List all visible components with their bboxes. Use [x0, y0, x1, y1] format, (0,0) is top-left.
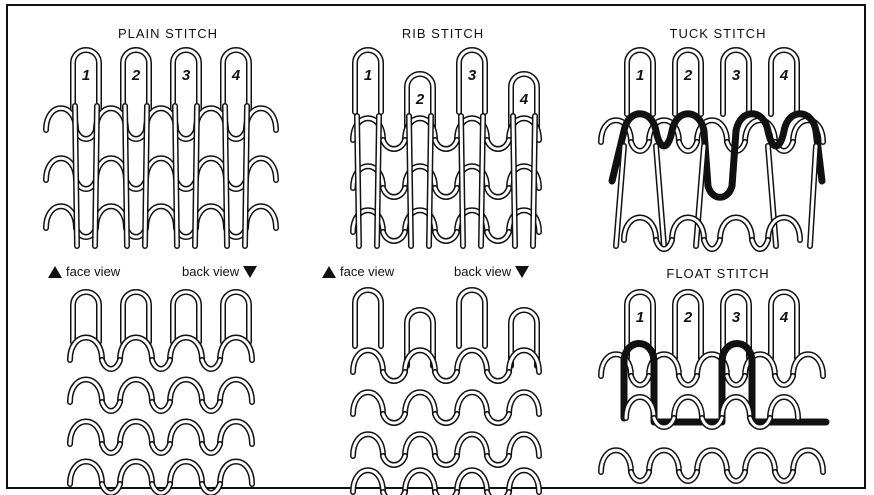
needle-number-label: 2	[683, 309, 693, 326]
stitch-course	[353, 434, 539, 456]
sinker-loop	[383, 232, 509, 241]
stitch-course	[70, 380, 252, 403]
needle-number-label: 4	[779, 309, 789, 326]
needle-number-label: 4	[231, 67, 241, 84]
needle-number-label: 2	[131, 67, 141, 84]
tuck-yarn-bold	[612, 114, 822, 198]
sinker-loop	[102, 484, 220, 493]
stitch-course	[353, 392, 539, 414]
sinker-loop	[383, 372, 509, 381]
needle-number-label: 3	[732, 309, 741, 326]
face-view-label-plain: face view	[48, 264, 120, 279]
plain-stitch-back-diagram	[58, 288, 283, 488]
sinker-loop	[383, 188, 509, 197]
title-plain-stitch: PLAIN STITCH	[58, 26, 278, 41]
back-view-label-plain: back view	[182, 264, 257, 279]
diagram-frame: PLAIN STITCH RIB STITCH TUCK STITCH FLOA…	[6, 4, 866, 489]
triangle-up-icon	[48, 266, 62, 278]
stitch-course	[70, 462, 252, 485]
triangle-up-icon	[322, 266, 336, 278]
back-view-label-rib: back view	[454, 264, 529, 279]
stitch-course	[46, 108, 276, 130]
face-view-label-rib: face view	[322, 264, 394, 279]
needle-number-label: 3	[468, 67, 477, 84]
sinker-loop	[102, 444, 220, 453]
stitch-course	[70, 422, 252, 445]
sinker-loop	[76, 228, 246, 237]
sinker-loop	[76, 180, 246, 189]
sinker-loop	[383, 456, 509, 465]
needle-loop	[459, 290, 485, 346]
needle-number-label: 4	[519, 91, 529, 108]
tuck-stitch-diagram: 1 2 3 4	[604, 46, 829, 251]
sinker-loop	[383, 140, 509, 149]
rib-stitch-face-diagram: 1 2 3 4	[328, 46, 553, 251]
stitch-course	[353, 210, 539, 232]
sinker-loop	[383, 414, 509, 423]
sinker-loop	[631, 472, 793, 481]
sinker-loop	[656, 240, 768, 249]
needle-number-label: 3	[182, 67, 191, 84]
title-rib-stitch: RIB STITCH	[333, 26, 553, 41]
stitch-course	[353, 470, 539, 492]
stitch-course	[46, 206, 276, 228]
stitch-course	[601, 354, 823, 376]
title-tuck-stitch: TUCK STITCH	[608, 26, 828, 41]
float-stitch-diagram: 1 2 3 4	[604, 288, 829, 488]
stitch-course	[601, 450, 823, 472]
triangle-down-icon	[243, 266, 257, 278]
loop-legs	[75, 106, 247, 246]
needle-number-label: 2	[683, 67, 693, 84]
rib-stitch-back-diagram	[328, 288, 553, 488]
needle-number-label: 3	[732, 67, 741, 84]
needle-number-label: 4	[779, 67, 789, 84]
plain-stitch-face-diagram: 1 2 3 4	[58, 46, 283, 251]
needle-number-label: 2	[415, 91, 425, 108]
title-float-stitch: FLOAT STITCH	[608, 266, 828, 281]
stitch-course	[70, 338, 252, 361]
needle-number-label: 1	[364, 67, 372, 84]
stitch-course	[46, 158, 276, 180]
needle-number-label: 1	[636, 67, 644, 84]
needle-number-label: 1	[636, 309, 644, 326]
triangle-down-icon	[515, 266, 529, 278]
sinker-loop	[102, 402, 220, 411]
needle-number-label: 1	[82, 67, 90, 84]
sinker-loop	[76, 130, 246, 139]
sinker-loop	[102, 360, 220, 369]
needle-loop	[355, 290, 381, 346]
